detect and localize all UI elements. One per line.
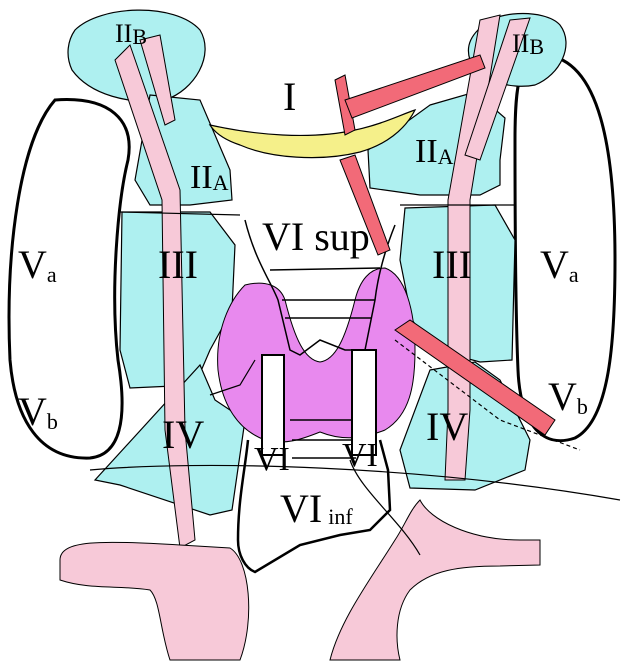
label-level-vb-right: Vb <box>548 374 588 419</box>
label-level-iv-left: IV <box>162 412 204 457</box>
label-level-iii-right: III <box>432 242 472 287</box>
label-level-iib-left: IIB <box>115 19 147 49</box>
label-level-iii-left: III <box>158 242 198 287</box>
label-level-va-right: Va <box>540 242 579 287</box>
label-level-vb-left: Vb <box>18 389 58 434</box>
label-level-vi-sup: VI sup <box>262 214 370 259</box>
label-level-va-left: Va <box>18 242 57 287</box>
label-level-iv-right: IV <box>426 404 468 449</box>
label-level-iib-right: IIB <box>512 29 544 59</box>
label-level-vi-right: VI <box>342 437 378 474</box>
label-level-vi-left: VI <box>254 441 290 478</box>
thyroid-gland <box>218 268 415 442</box>
label-level-i: I <box>283 74 296 119</box>
